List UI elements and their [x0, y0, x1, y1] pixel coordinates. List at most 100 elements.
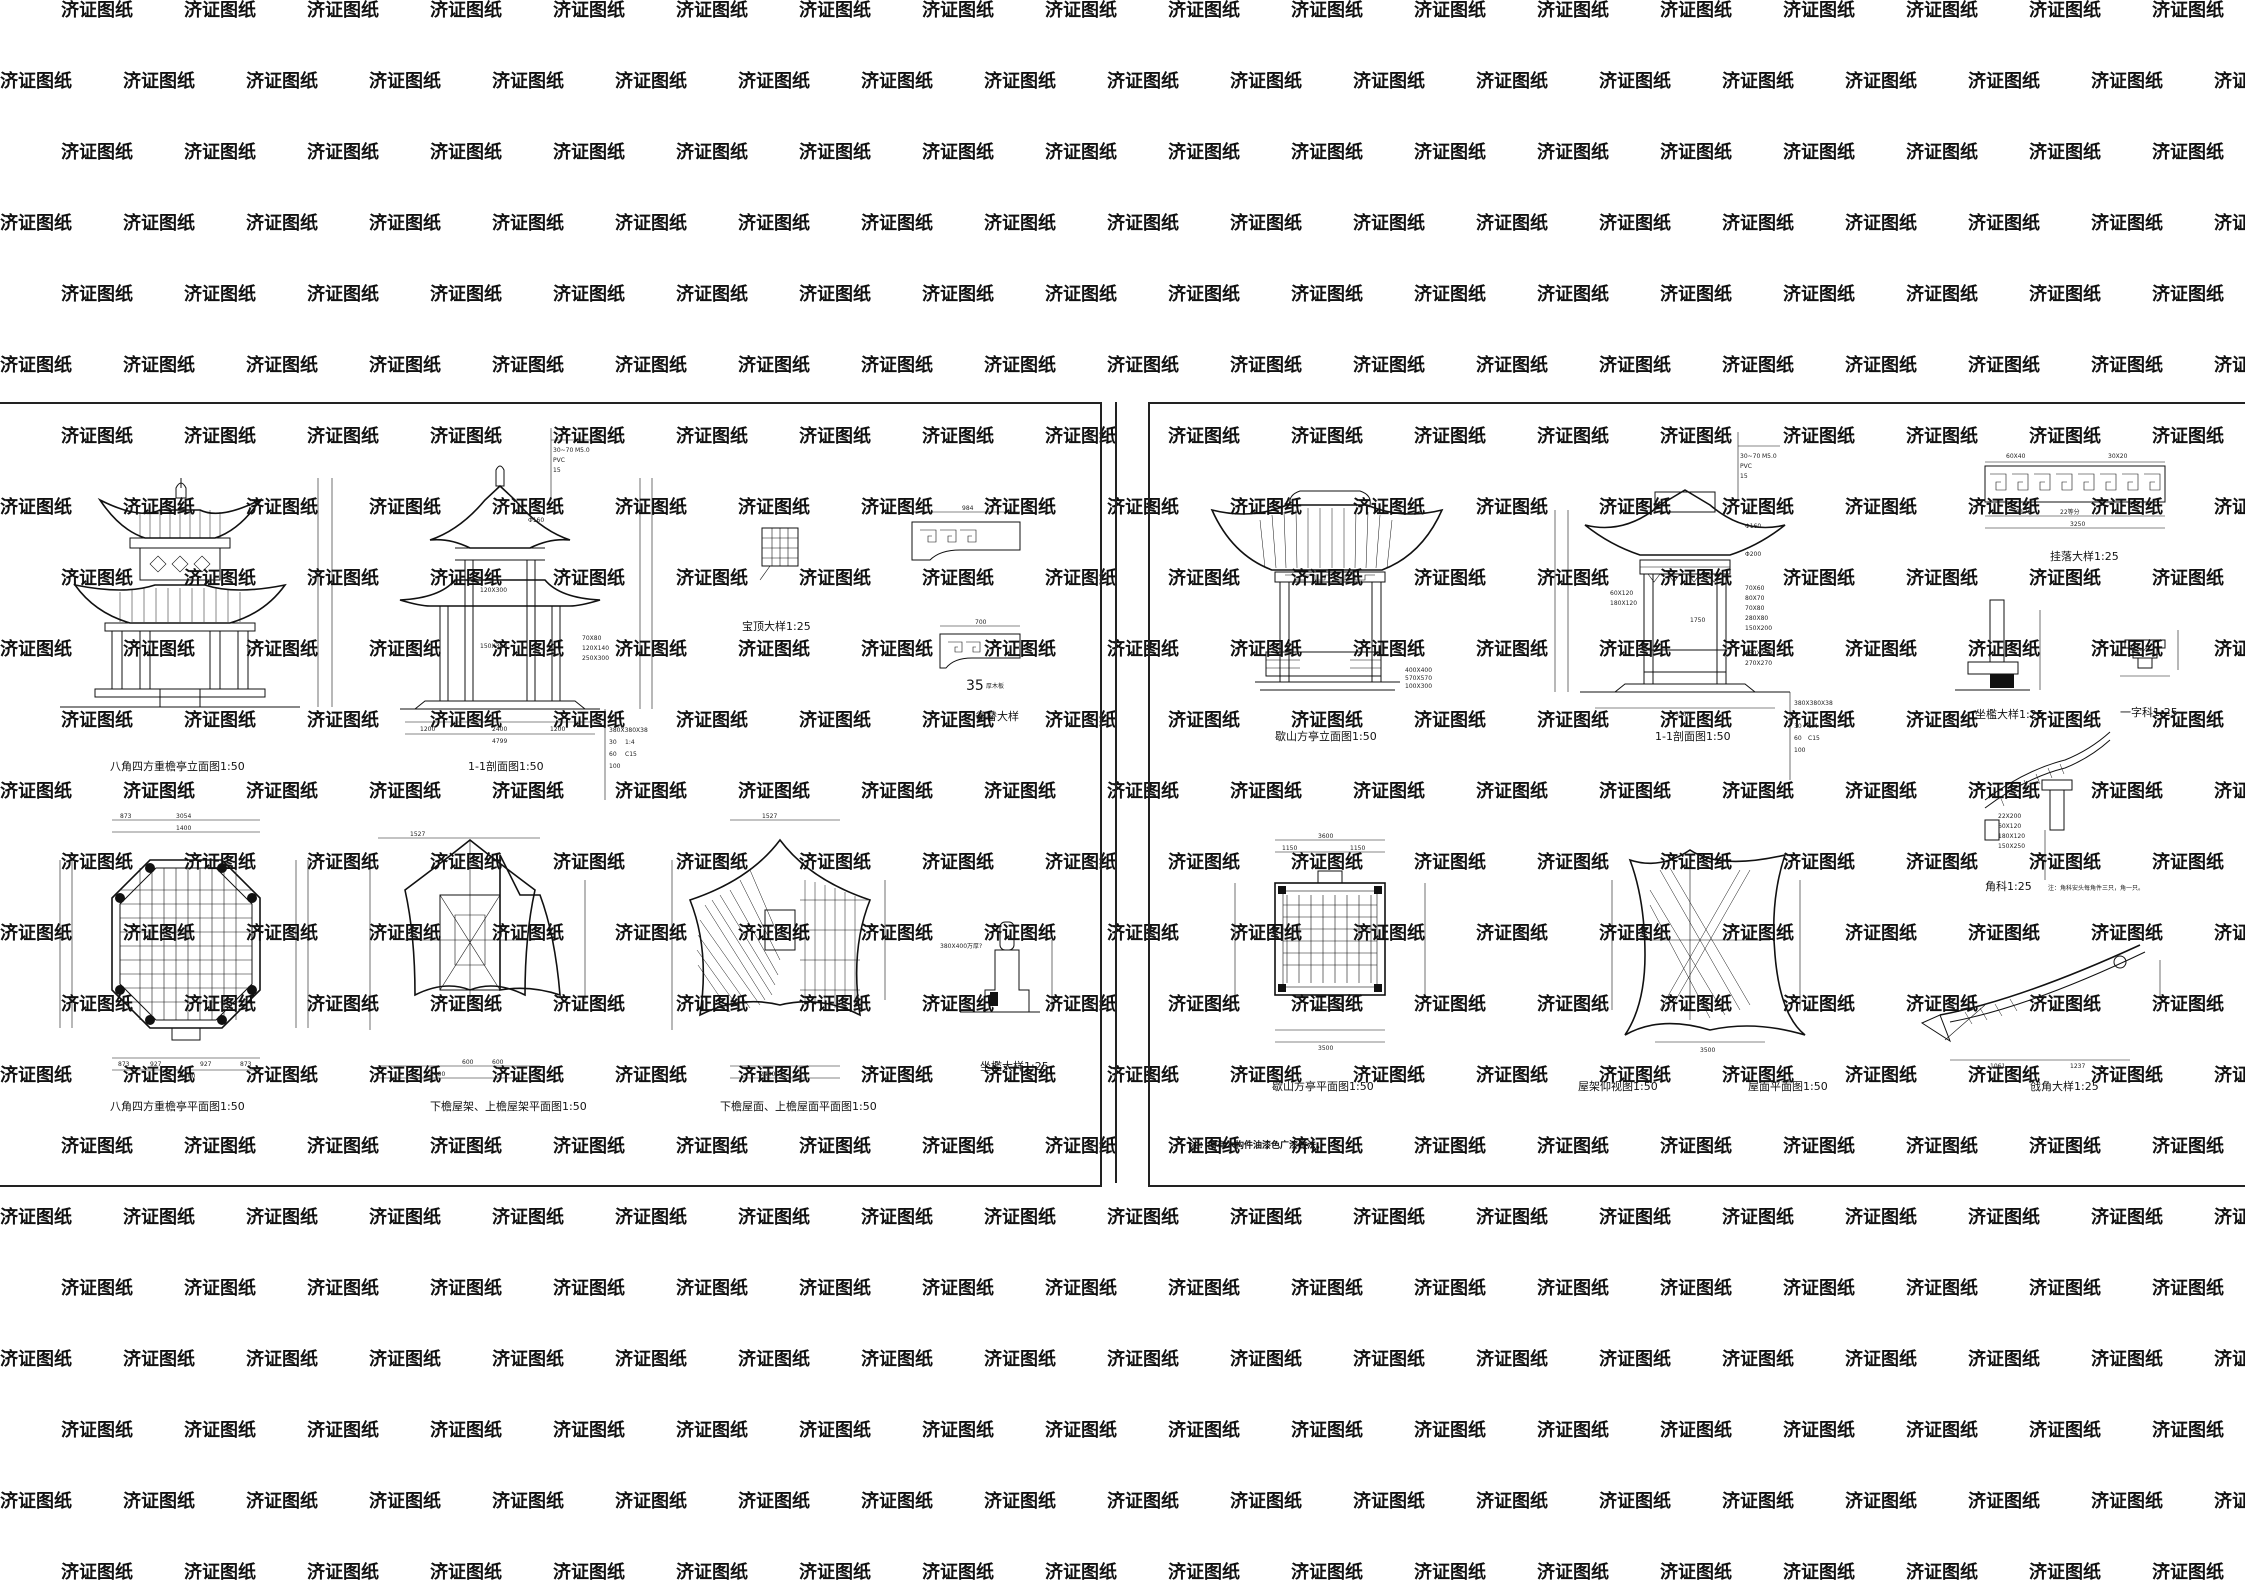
- one-character-bracket: 一字科1:25: [2120, 630, 2179, 719]
- svg-text:270X270: 270X270: [1745, 660, 1772, 667]
- svg-text:1150: 1150: [1350, 845, 1365, 852]
- svg-text:35: 35: [966, 678, 984, 694]
- svg-text:60X120: 60X120: [1998, 823, 2021, 830]
- svg-text:873: 873: [118, 1061, 130, 1068]
- octagon-pavilion-elevation: 八角四方重檐亭立面图1:50: [60, 478, 333, 773]
- caption-octagon-plan: 八角四方重檐亭平面图1:50: [110, 1099, 245, 1113]
- sheet-divider-line: [1115, 402, 1117, 1183]
- svg-text:280X80: 280X80: [1745, 615, 1768, 622]
- roof-plan: 1527 2400 下檐屋面、上檐屋面平面图1:50: [671, 813, 886, 1113]
- bracket-detail: 984 700 35 厚木板 雀替大样: [911, 505, 1021, 723]
- svg-text:C15: C15: [1808, 735, 1820, 742]
- xieshan-pavilion-elevation: 400X400 570X570 100X300 歇山方亭立面图1:50: [1210, 490, 1444, 743]
- seat-detail-right: 坐檻大样1:25: [1955, 599, 2044, 721]
- svg-text:M5.0: M5.0: [1762, 453, 1777, 460]
- caption-roof-frame-plan: 下檐屋架、上檐屋架平面图1:50: [430, 1099, 587, 1113]
- svg-text:C15: C15: [625, 751, 637, 758]
- caption-octagon-section: 1-1剖面图1:50: [468, 759, 544, 773]
- svg-text:1527: 1527: [762, 813, 777, 820]
- svg-text:4799: 4799: [492, 738, 507, 745]
- svg-text:M5.0: M5.0: [575, 447, 590, 454]
- svg-text:70X60: 70X60: [1745, 585, 1765, 592]
- svg-text:1400: 1400: [176, 825, 191, 832]
- svg-text:3250: 3250: [2070, 521, 2085, 528]
- right-drawing-sheet: [1148, 402, 2245, 1187]
- svg-text:1200: 1200: [420, 726, 435, 733]
- svg-text:3500: 3500: [1675, 711, 1690, 718]
- svg-text:2400: 2400: [492, 726, 507, 733]
- caption-bracket-detail: 雀替大样: [975, 709, 1019, 723]
- svg-text:927: 927: [150, 1061, 162, 1068]
- svg-text:Φ160: Φ160: [1745, 523, 1761, 530]
- svg-text:15: 15: [553, 467, 561, 474]
- svg-text:600: 600: [462, 1059, 474, 1066]
- caption-corner-bracket: 角科1:25: [1985, 879, 2032, 893]
- svg-text:30X20: 30X20: [2108, 453, 2128, 460]
- svg-text:1527: 1527: [410, 831, 425, 838]
- svg-text:180X120: 180X120: [1610, 600, 1637, 607]
- svg-text:600: 600: [492, 1059, 504, 1066]
- footnote: 注：所有木构件油漆色广漆做法。: [1190, 1139, 1325, 1151]
- svg-text:Φ200: Φ200: [1745, 551, 1761, 558]
- corner-bracket-detail: 22X200 60X120 180X120 150X250 角科1:25 注：角…: [1984, 731, 2144, 893]
- svg-text:PVC: PVC: [1740, 463, 1752, 470]
- caption-xieshan-plan: 歇山方亭平面图1:50: [1272, 1079, 1374, 1093]
- svg-text:570X570: 570X570: [1405, 675, 1432, 682]
- roof-frame-bottom-view: 屋架仰视图1:50 屋面平面图1:50 3500: [1578, 849, 1828, 1093]
- caption-eave-corner: 戗角大样1:25: [2030, 1079, 2099, 1093]
- svg-text:1750: 1750: [1690, 617, 1705, 624]
- svg-text:380X400万厚?: 380X400万厚?: [940, 943, 982, 950]
- svg-text:注：角科安头每角件三只，角一只。: 注：角科安头每角件三只，角一只。: [2048, 884, 2144, 892]
- svg-text:927: 927: [200, 1061, 212, 1068]
- svg-text:873: 873: [120, 813, 132, 820]
- svg-text:150X300: 150X300: [480, 643, 507, 650]
- roof-frame-plan: 1527 600 600 2400 下檐屋架、上檐屋架平面图1:50: [369, 831, 587, 1113]
- octagon-pavilion-plan: 873 3054 1400 873 927 927 873 4800 八角四方重…: [59, 813, 309, 1113]
- svg-text:厚木板: 厚木板: [986, 682, 1004, 690]
- xieshan-pavilion-plan: 3600 1150 1150 3500 歇山方亭平面图1:50: [1234, 833, 1426, 1093]
- caption-seat-detail-right: 坐檻大样1:25: [1975, 707, 2044, 721]
- svg-text:250X300: 250X300: [582, 655, 609, 662]
- svg-text:1:4: 1:4: [625, 739, 635, 746]
- caption-xieshan-elevation: 歇山方亭立面图1:50: [1275, 729, 1377, 743]
- caption-finial-detail: 宝顶大样1:25: [742, 619, 811, 633]
- svg-text:150X250: 150X250: [1998, 843, 2025, 850]
- svg-text:60: 60: [609, 751, 617, 758]
- hanging-fascia-detail: 60X40 30X20 3170 22等分 3250 挂落大样1:25: [1984, 453, 2166, 563]
- svg-text:180X120: 180X120: [1998, 833, 2025, 840]
- svg-text:80X70: 80X70: [1745, 595, 1765, 602]
- svg-text:120X140: 120X140: [582, 645, 609, 652]
- eave-corner-detail: 1061 1237 戗角大样1:25: [1920, 944, 2161, 1093]
- svg-text:70X80: 70X80: [1745, 605, 1765, 612]
- svg-text:4800: 4800: [180, 1073, 195, 1080]
- svg-text:150X200: 150X200: [1745, 625, 1772, 632]
- svg-text:873: 873: [240, 1061, 252, 1068]
- svg-text:3600: 3600: [1318, 833, 1333, 840]
- svg-text:100: 100: [1794, 747, 1806, 754]
- octagon-pavilion-section: 120X300 150X300 Φ160 70X80 120X140 250X3…: [399, 428, 653, 800]
- caption-seat-detail-left: 坐檻大样1:25: [980, 1059, 1049, 1073]
- caption-roof-plan: 下檐屋面、上檐屋面平面图1:50: [720, 1099, 877, 1113]
- caption-roof-plan-right: 屋面平面图1:50: [1748, 1080, 1828, 1093]
- svg-text:60: 60: [1794, 735, 1802, 742]
- svg-text:30: 30: [1794, 723, 1802, 730]
- svg-text:60X120: 60X120: [1610, 590, 1633, 597]
- svg-text:100X300: 100X300: [1405, 683, 1432, 690]
- seat-detail-left: 380X400万厚? 坐檻大样1:25: [940, 921, 1053, 1073]
- svg-text:30: 30: [609, 739, 617, 746]
- svg-text:120X300: 120X300: [480, 587, 507, 594]
- svg-text:100: 100: [609, 763, 621, 770]
- svg-text:1061: 1061: [1990, 1063, 2005, 1070]
- svg-text:30~70: 30~70: [1740, 453, 1760, 460]
- svg-text:1200: 1200: [550, 726, 565, 733]
- svg-text:3170: 3170: [2016, 509, 2031, 516]
- caption-xieshan-section: 1-1剖面图1:50: [1655, 729, 1731, 743]
- svg-text:2400: 2400: [430, 1071, 445, 1078]
- svg-text:400X400: 400X400: [1405, 667, 1432, 674]
- svg-text:984: 984: [962, 505, 974, 512]
- svg-text:1150: 1150: [1282, 845, 1297, 852]
- caption-frame-view: 屋架仰视图1:50: [1578, 1079, 1658, 1093]
- svg-text:2400: 2400: [760, 1071, 775, 1078]
- left-drawing-sheet: [0, 402, 1102, 1187]
